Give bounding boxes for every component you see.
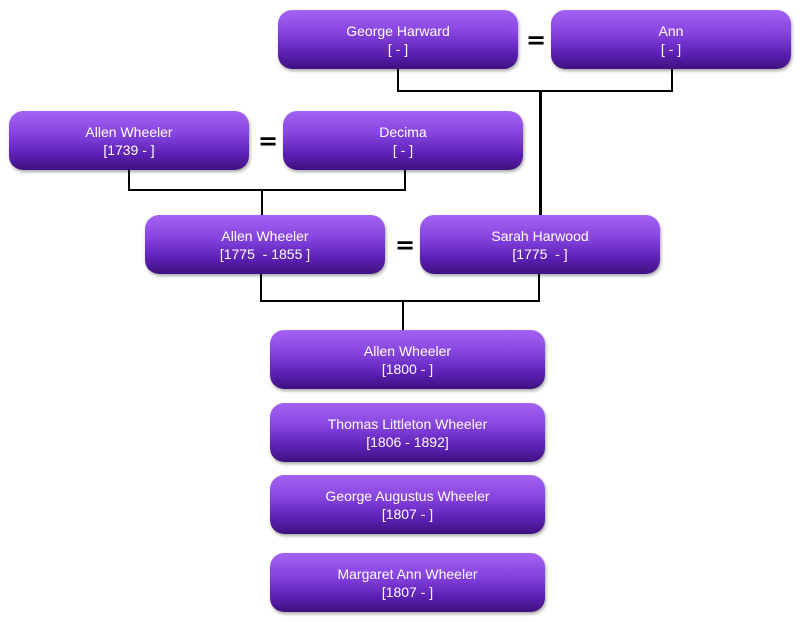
person-dates: [1807 - ] xyxy=(381,583,434,600)
person-allen-wheeler-1739[interactable]: Allen Wheeler [1739 - ] xyxy=(9,111,249,170)
child-thomas-littleton-wheeler[interactable]: Thomas Littleton Wheeler [1806 - 1892] xyxy=(270,403,545,462)
person-dates: [1775 - 1855 ] xyxy=(219,245,311,262)
person-dates: [ - ] xyxy=(660,40,682,57)
person-name: Decima xyxy=(379,123,427,140)
person-dates: [ - ] xyxy=(387,40,409,57)
connector-harward-to-sarah xyxy=(539,90,542,215)
person-ann[interactable]: Ann [ - ] xyxy=(551,10,791,69)
person-decima[interactable]: Decima [ - ] xyxy=(283,111,523,170)
person-dates: [1800 - ] xyxy=(381,360,434,377)
person-sarah-harwood[interactable]: Sarah Harwood [1775 - ] xyxy=(420,215,660,274)
person-name: Allen Wheeler xyxy=(221,227,309,244)
person-george-harward[interactable]: George Harward [ - ] xyxy=(278,10,518,69)
person-dates: [1806 - 1892] xyxy=(366,433,449,450)
marriage-symbol: = xyxy=(525,26,547,54)
connector-wheeler-bar xyxy=(128,189,406,191)
person-allen-wheeler-1775[interactable]: Allen Wheeler [1775 - 1855 ] xyxy=(145,215,385,274)
connector-harward-bar xyxy=(397,90,673,92)
person-name: Allen Wheeler xyxy=(363,342,452,359)
person-name: Allen Wheeler xyxy=(85,123,173,140)
marriage-symbol: = xyxy=(257,127,279,155)
person-dates: [ - ] xyxy=(392,141,414,158)
marriage-symbol: = xyxy=(394,231,416,259)
child-margaret-ann-wheeler[interactable]: Margaret Ann Wheeler [1807 - ] xyxy=(270,553,545,612)
connector-parents-to-children xyxy=(402,300,404,330)
child-allen-wheeler[interactable]: Allen Wheeler [1800 - ] xyxy=(270,330,545,389)
connector-parents-bar xyxy=(260,300,540,302)
person-name: George Augustus Wheeler xyxy=(325,487,490,504)
connector-parents-left xyxy=(260,273,262,302)
person-name: Margaret Ann Wheeler xyxy=(337,565,478,582)
person-dates: [1807 - ] xyxy=(381,505,434,522)
person-name: Ann xyxy=(658,22,684,39)
connector-harward-couple-down xyxy=(671,68,673,92)
child-george-augustus-wheeler[interactable]: George Augustus Wheeler [1807 - ] xyxy=(270,475,545,534)
person-dates: [1739 - ] xyxy=(103,141,155,158)
person-dates: [1775 - ] xyxy=(512,245,568,262)
connector-wheeler-to-allen xyxy=(261,189,263,215)
connector-parents-right xyxy=(538,273,540,302)
person-name: George Harward xyxy=(346,22,450,39)
person-name: Thomas Littleton Wheeler xyxy=(327,415,488,432)
connector-wheeler-left xyxy=(128,169,130,191)
person-name: Sarah Harwood xyxy=(491,227,589,244)
connector-wheeler-right xyxy=(404,169,406,191)
connector-harward-couple-left xyxy=(397,68,399,92)
